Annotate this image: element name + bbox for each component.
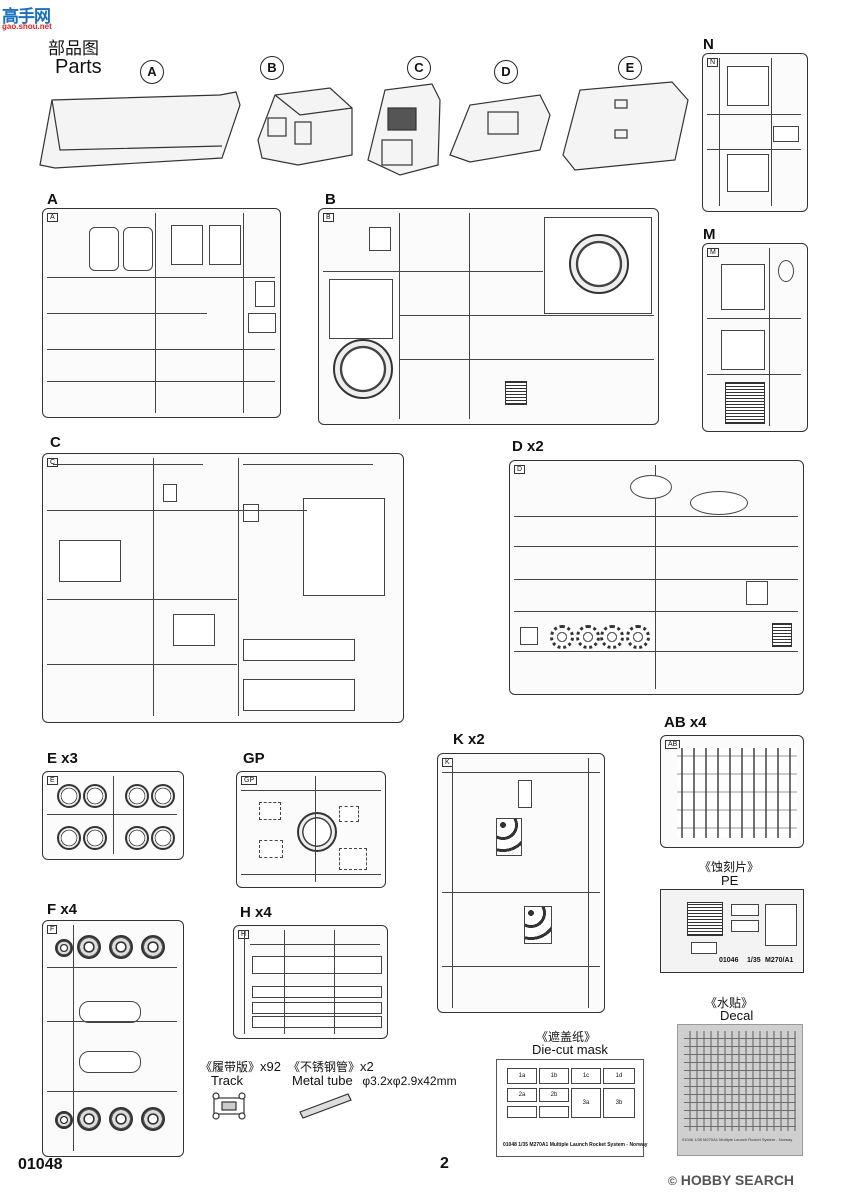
sprue-tag-d: D (514, 465, 526, 474)
sprue-label-m: M (703, 226, 716, 243)
sprue-c: C (42, 453, 404, 723)
sprue-d: D (509, 460, 804, 695)
pe-title-en: PE (721, 873, 739, 888)
mask-cell-1a: 1a (507, 1068, 537, 1084)
sprue-tag-b: B (323, 213, 334, 222)
mask-cell-3a: 3a (571, 1088, 601, 1118)
decal-title-en: Decal (720, 1008, 754, 1023)
pe-sheet: 01046 1/35 M270/A1 (660, 889, 804, 973)
sprue-ab: AB (660, 735, 804, 848)
pe-scale: 1/35 (747, 957, 761, 964)
sprue-tag-f: F (47, 925, 58, 934)
mask-cell-1c: 1c (571, 1068, 601, 1084)
sprue-tag-a: A (47, 213, 58, 222)
page-title-cn: 部品图 (48, 39, 99, 58)
sprue-tag-h: H (238, 930, 250, 939)
sprue-label-a: A (47, 191, 58, 208)
mask-title-en: Die-cut mask (532, 1042, 608, 1057)
sprue-label-f: F x4 (47, 901, 78, 918)
track-title-en: Track (211, 1073, 244, 1088)
preview-label-b: B (260, 56, 284, 80)
sprue-label-d: D x2 (512, 438, 544, 455)
page-title-en: Parts (55, 56, 102, 78)
tube-qty: x2 (360, 1059, 374, 1074)
preview-label-c: C (407, 56, 431, 80)
tube-title: 《不锈钢管》x2 (288, 1058, 374, 1075)
pe-code: 01046 (719, 957, 739, 964)
sprue-tag-c: C (47, 458, 59, 467)
sprue-tag-m: M (707, 248, 719, 257)
sprue-n: N (702, 53, 808, 212)
preview-label-a: A (140, 60, 164, 84)
sprue-h: H (233, 925, 388, 1039)
tube-title-en: Metal tube (292, 1073, 353, 1088)
mask-title-cn: 《遮盖纸》 (536, 1030, 597, 1044)
mask-cell-2a: 2a (507, 1088, 537, 1102)
sprue-a: A (42, 208, 281, 418)
mask-caption: 01048 1/35 M270A1 Multiple Launch Rocket… (503, 1142, 648, 1148)
preview-label-e: E (618, 56, 642, 80)
tube-label: Metal tube φ3.2xφ2.9x42mm (292, 1073, 457, 1088)
sprue-m: M (702, 243, 808, 432)
decal-caption: 01046 1/35 M270A1 Multiple Launch Rocket… (682, 1137, 793, 1142)
sprue-tag-gp: GP (241, 776, 258, 785)
tube-size: φ3.2xφ2.9x42mm (362, 1074, 457, 1088)
sprue-gp: GP (236, 771, 386, 888)
track-title-cn: 《履带版》 (200, 1060, 261, 1074)
mask-sheet: 1a 1b 1c 1d 2a 2b 3a 3b 01048 1/35 M270A… (496, 1059, 648, 1157)
sprue-label-n: N (703, 36, 714, 53)
sprue-label-ab: AB x4 (664, 714, 707, 731)
sprue-k: K (437, 753, 605, 1013)
sprue-label-e: E x3 (47, 750, 78, 767)
decal-title-cn: 《水贴》 (705, 996, 754, 1010)
copyright-mark: © (668, 1174, 677, 1188)
preview-label-d: D (494, 60, 518, 84)
sprue-f: F (42, 920, 184, 1157)
sprue-b: B (318, 208, 659, 425)
mask-cell-1b: 1b (539, 1068, 569, 1084)
watermark-logo: 高手网 gao.shou.net (2, 2, 72, 32)
sprue-tag-e: E (47, 776, 58, 785)
mask-cell-2b: 2b (539, 1088, 569, 1102)
pe-title-cn: 《蚀刻片》 (699, 860, 760, 874)
sprue-label-k: K x2 (453, 731, 485, 748)
decal-sheet: 01046 1/35 M270A1 Multiple Launch Rocket… (677, 1024, 803, 1156)
watermark-url: gao.shou.net (2, 22, 52, 31)
sprue-tag-ab: AB (665, 740, 681, 749)
track-qty: x92 (260, 1059, 281, 1074)
mask-cell-3b: 3b (603, 1088, 635, 1118)
page-number: 2 (440, 1155, 449, 1172)
track-title: 《履带版》x92 (200, 1058, 281, 1075)
sprue-e: E (42, 771, 184, 860)
sprue-label-gp: GP (243, 750, 265, 767)
mask-cell-1d: 1d (603, 1068, 635, 1084)
brand-name: HOBBY SEARCH (680, 1172, 795, 1188)
sprue-label-h: H x4 (240, 904, 272, 921)
sprue-label-c: C (50, 434, 61, 451)
hobby-search-logo: © HOBBY SEARCH (668, 1172, 794, 1188)
assembly-preview-drawings (39, 81, 689, 176)
sprue-tag-n: N (707, 58, 719, 67)
tube-title-cn: 《不锈钢管》 (288, 1060, 361, 1074)
footer-product-code: 01048 (18, 1156, 63, 1173)
track-link-grid (677, 748, 797, 838)
watermark-text: 高手网 (2, 7, 51, 26)
pe-model: M270/A1 (765, 957, 794, 964)
sprue-label-b: B (325, 191, 336, 208)
